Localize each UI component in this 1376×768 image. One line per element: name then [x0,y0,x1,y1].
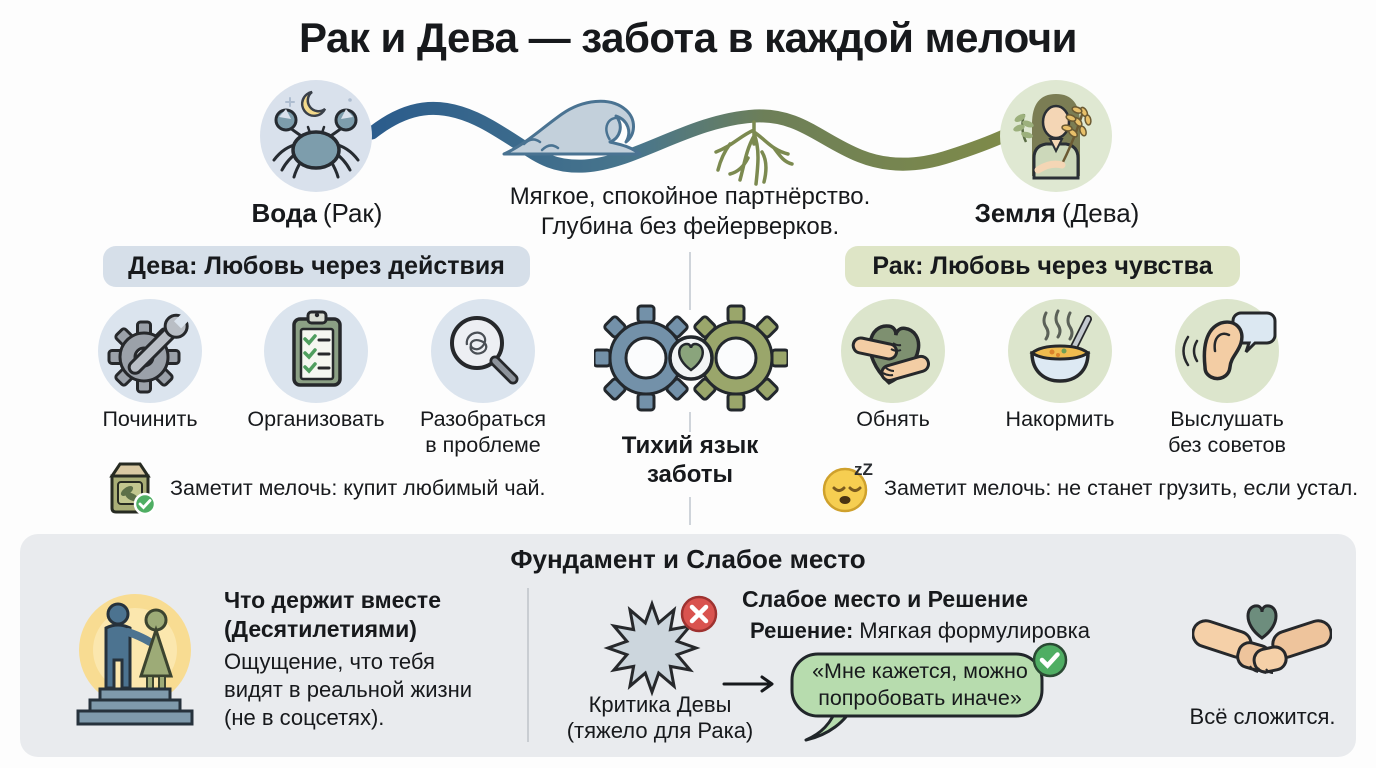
roots-icon [714,120,794,186]
virgo-item-label: Организовать [247,407,385,431]
center-divider-top [689,252,691,310]
outcome-label: Всё сложится. [1189,704,1336,729]
virgo-item-organize [264,299,368,403]
water-earth-ribbon [365,101,1013,173]
center-divider-mid [689,412,691,432]
water-cancer-label: Вода(Рак) [251,198,383,228]
sleepy-face-icon: zZ [822,460,873,513]
wave-crest-icon [502,99,642,156]
soup-bowl-icon [1029,309,1092,383]
panel-divider [527,588,529,742]
cancer-item-hug [841,299,945,403]
virgo-item-figure-out [431,299,535,403]
weakspot-heading: Слабое место и Решение [741,586,1029,612]
magnifier-tangle-icon [450,316,519,385]
foundation-heading: Что держит вместе (Десятилетиями) [224,587,441,642]
cancer-item-label: Накормить [1005,407,1115,431]
handshake-heart-icon [1192,604,1332,674]
crab-moon-icon [272,90,360,179]
bubble-text: «Мне кажется, можно попробовать иначе» [812,659,1028,710]
arrow-right-icon [722,675,774,693]
quiet-language-label: Тихий язык заботы [621,432,759,488]
virgo-item-fix [98,299,202,403]
maiden-wheat-icon [1013,94,1092,180]
criticism-burst-x-icon [603,595,718,697]
foundation-panel: Фундамент и Слабое место Что держит вмес… [20,534,1356,757]
clipboard-checklist-icon [292,310,342,387]
virgo-section-header: Дева: Любовь через действия [103,246,530,287]
page-title: Рак и Дева — забота в каждой мелочи [299,14,1077,61]
earth-virgo-label: Земля(Дева) [974,198,1140,228]
couple-statue-icon [76,594,194,726]
solution-line: Решение:Мягкая формулировка [749,618,1091,643]
cancer-section-header: Рак: Любовь через чувства [845,246,1240,287]
interlocked-gears-heart-icon [594,304,788,412]
cancer-item-listen [1175,299,1279,403]
panel-title: Фундамент и Слабое место [510,544,866,574]
cancer-note: Заметит мелочь: не станет грузить, если … [884,476,1359,500]
ear-listening-icon [1182,311,1277,381]
tea-pack-check-icon [109,462,157,516]
virgo-note: Заметит мелочь: купит любимый чай. [170,476,546,500]
center-divider-bottom [689,497,691,525]
partnership-tagline: Мягкое, спокойное партнёрство. Глубина б… [509,183,871,241]
cancer-item-label: Обнять [856,407,930,431]
speech-bubble-check-icon [790,642,1068,742]
virgo-item-label: Разобраться в проблеме [419,407,547,457]
foundation-body: Ощущение, что тебя видят в реальной жизн… [224,649,473,730]
cancer-crab-badge [260,80,372,192]
virgo-maiden-badge [1000,80,1112,192]
svg-text:zZ: zZ [854,460,873,479]
cancer-item-label: Выслушать без советов [1168,407,1286,457]
hug-heart-icon [851,324,930,385]
cancer-item-feed [1008,299,1112,403]
wrench-gear-icon [107,312,191,394]
virgo-item-label: Починить [102,407,198,431]
criticism-caption: Критика Девы (тяжело для Рака) [566,692,754,743]
